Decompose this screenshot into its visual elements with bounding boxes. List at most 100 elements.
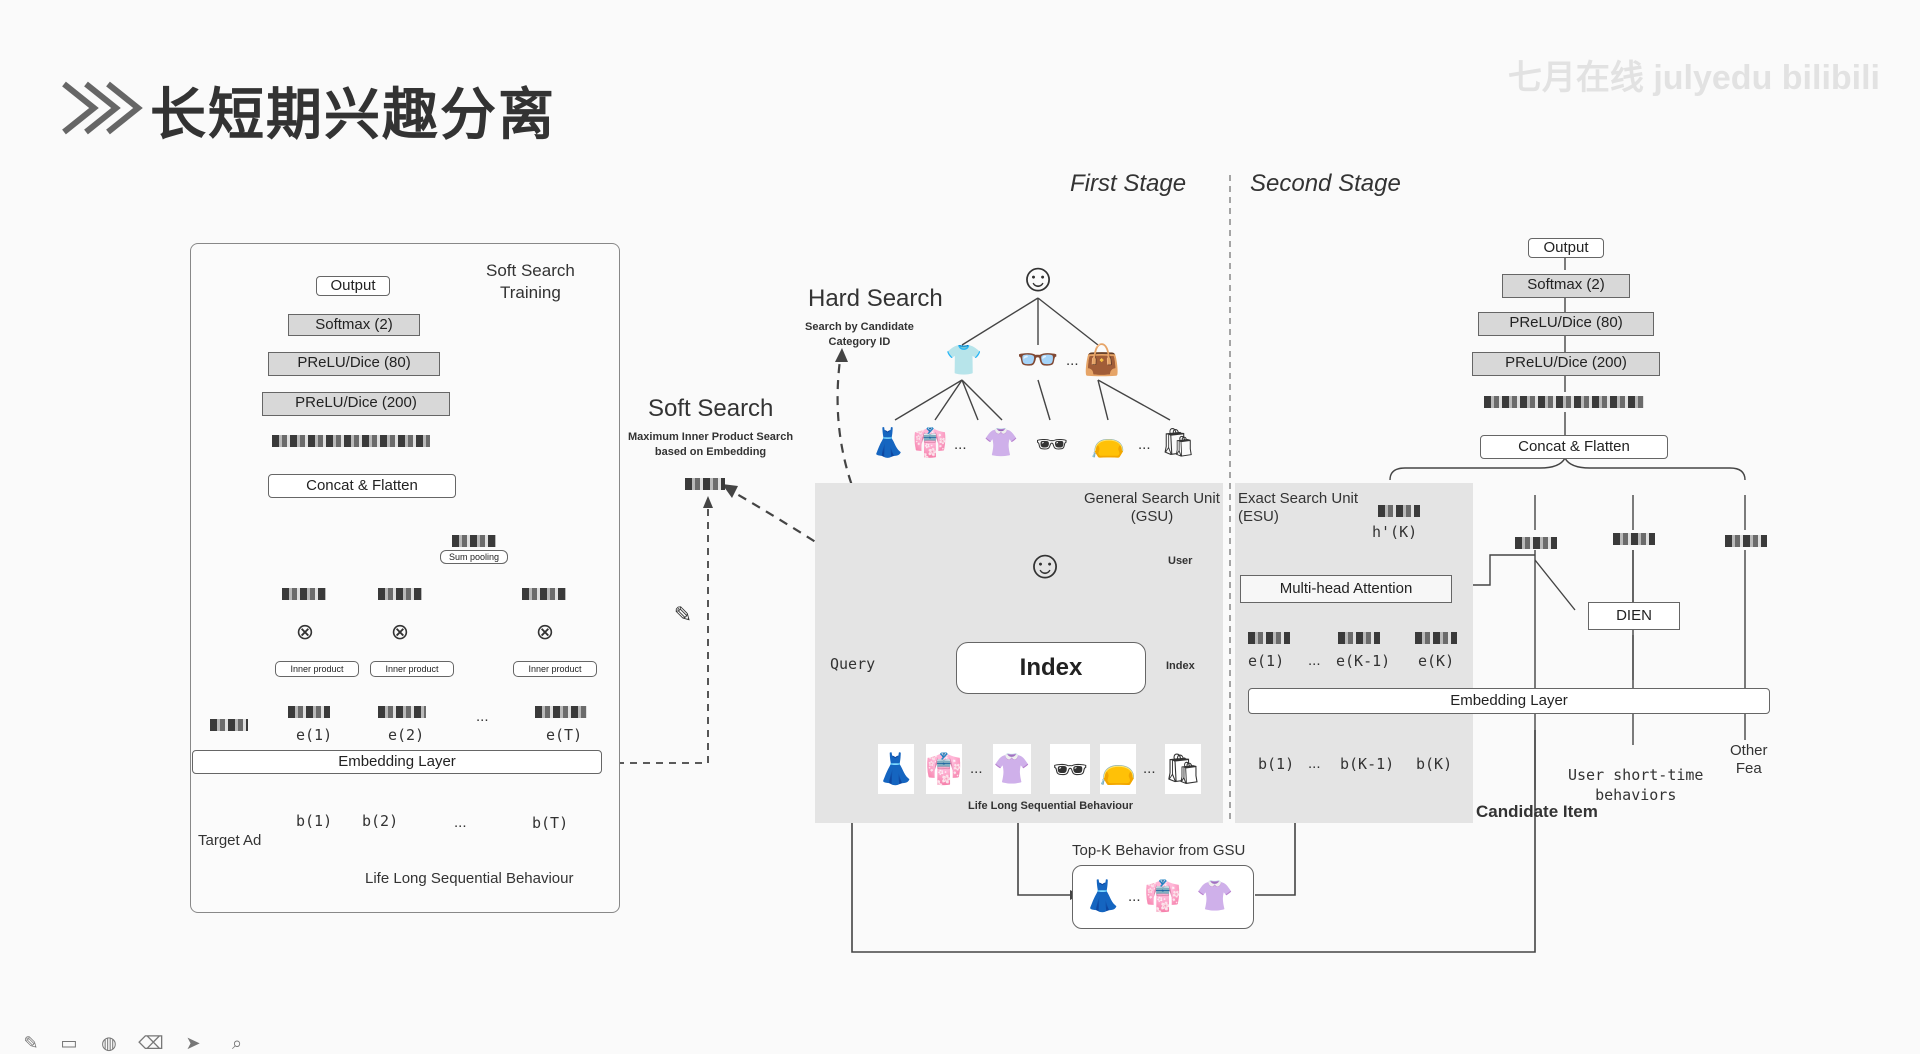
multiply-icon-T: ⊗	[535, 619, 555, 644]
candidate-item-label: Candidate Item	[1476, 802, 1598, 821]
page-title: 长短期兴趣分离	[150, 83, 556, 148]
right-prelu200-box: PReLU/Dice (200)	[1472, 352, 1660, 376]
right-prelu80-box: PReLU/Dice (80)	[1478, 312, 1654, 336]
dress-icon: 👘	[912, 426, 948, 458]
e1-embedding	[288, 706, 330, 718]
user-short-time-label: User short-time behaviors	[1568, 766, 1704, 804]
sum-pooling-box: Sum pooling	[440, 550, 508, 564]
hk-embedding	[1378, 505, 1420, 517]
inner-product-box-T: Inner product	[513, 661, 597, 677]
esu-label-e1: e(1)	[1248, 652, 1285, 670]
weighted-emb-1	[282, 588, 326, 600]
right-softmax-box: Softmax (2)	[1502, 274, 1630, 298]
other-fea-label: Other Fea	[1730, 742, 1768, 777]
dien-box: DIEN	[1588, 602, 1680, 630]
esu-label-bK1: b(K-1)	[1340, 755, 1395, 773]
left-prelu80-box: PReLU/Dice (80)	[268, 352, 440, 376]
eraser-icon[interactable]: ⌫	[138, 1032, 164, 1053]
query-label: Query	[830, 655, 876, 673]
search-tool-icon[interactable]: ⌕	[231, 1032, 243, 1053]
esu-dots: ...	[1308, 652, 1321, 669]
inner-product-box-2: Inner product	[370, 661, 454, 677]
tshirt-icon: 👕	[945, 343, 983, 377]
hk-label: h'(K)	[1372, 523, 1418, 541]
dress-icon: 👘	[1144, 879, 1182, 913]
soft-search-embedding	[685, 478, 725, 490]
candidate-embedding	[1515, 537, 1557, 549]
bag-icon: 🛍	[1164, 744, 1202, 794]
first-stage-label: First Stage	[1070, 170, 1187, 197]
dress-icon: 👗	[870, 426, 906, 458]
tree-leaf-dots: ...	[954, 436, 967, 453]
left-sequence-label: Life Long Sequential Behaviour	[365, 870, 574, 887]
shirt-icon: 👚	[993, 744, 1031, 794]
label-target-ad: Target Ad	[198, 832, 262, 849]
inner-product-box-1: Inner product	[275, 661, 359, 677]
topk-dots: ...	[1128, 888, 1141, 905]
glasses-icon: 🕶	[1050, 744, 1090, 794]
label-e2: e(2)	[388, 726, 425, 744]
screen-icon[interactable]: ▭	[60, 1032, 78, 1053]
shirt-icon: 👚	[1196, 879, 1234, 913]
eT-embedding	[535, 706, 587, 718]
pointer-icon[interactable]: ➤	[185, 1032, 201, 1053]
soft-search-training-panel	[190, 243, 620, 913]
gsu-seq-dots: ...	[970, 760, 983, 777]
chevron-logo-icon	[62, 81, 143, 135]
esu-eK-embedding	[1415, 632, 1457, 644]
hard-search-title: Hard Search	[808, 285, 943, 312]
esu-eK1-embedding	[1338, 632, 1380, 644]
watermark: 七月在线 julyedu bilibili	[1507, 59, 1880, 97]
dress-icon: 👗	[877, 744, 915, 794]
left-prelu200-box: PReLU/Dice (200)	[262, 392, 450, 416]
topk-box	[1072, 865, 1254, 929]
sum-pool-embedding	[452, 535, 496, 547]
left-dots-2: ...	[454, 814, 467, 831]
glasses-icon: 👓	[1016, 341, 1060, 379]
right-concat-box: Concat & Flatten	[1480, 435, 1668, 459]
right-output-box: Output	[1528, 238, 1604, 258]
palette-icon[interactable]: ◍	[101, 1032, 117, 1053]
pen-icon: ✎	[673, 602, 693, 627]
user-label: User	[1168, 555, 1193, 567]
hard-tree-dots: ...	[1066, 352, 1079, 369]
dress-icon: 👘	[925, 744, 963, 794]
user-avatar-icon: ☺	[1017, 255, 1059, 300]
label-bT: b(T)	[532, 814, 569, 832]
multiply-icon-2: ⊗	[390, 619, 410, 644]
left-softmax-box: Softmax (2)	[288, 314, 420, 336]
esu-label-eK: e(K)	[1418, 652, 1455, 670]
tree-leaf-dots-2: ...	[1138, 436, 1151, 453]
right-embedding-layer: Embedding Layer	[1248, 688, 1770, 714]
bag-icon: 👝	[1099, 744, 1137, 794]
short-time-embedding	[1613, 533, 1655, 545]
target-ad-embedding	[210, 719, 248, 731]
label-b2: b(2)	[362, 812, 399, 830]
glasses-icon: 🕶	[1035, 428, 1069, 459]
left-embedding-layer: Embedding Layer	[192, 750, 602, 774]
esu-e1-embedding	[1248, 632, 1290, 644]
shirt-icon: 👚	[983, 426, 1019, 458]
esu-label-b1: b(1)	[1258, 755, 1295, 773]
e2-embedding	[378, 706, 426, 718]
soft-search-subtitle: Maximum Inner Product Search based on Em…	[628, 431, 794, 458]
user-avatar-icon: ☺	[1024, 542, 1066, 587]
bag-icon: 🛍	[1160, 426, 1196, 458]
esu-label-eK1: e(K-1)	[1336, 652, 1391, 670]
esu-region	[1235, 483, 1473, 823]
other-fea-embedding	[1725, 535, 1767, 547]
bag-icon: 👝	[1090, 426, 1126, 458]
topk-label: Top-K Behavior from GSU	[1072, 842, 1246, 859]
multiply-icon-1: ⊗	[295, 619, 315, 644]
second-stage-label: Second Stage	[1250, 170, 1401, 197]
left-concat-box: Concat & Flatten	[268, 474, 456, 498]
weighted-emb-2	[378, 588, 422, 600]
bag-icon: 👜	[1083, 343, 1121, 377]
dress-icon: 👗	[1084, 879, 1122, 913]
soft-search-training-label: Soft Search Training	[486, 261, 575, 302]
label-b1: b(1)	[296, 812, 333, 830]
label-eT: e(T)	[546, 726, 583, 744]
esu-dots-2: ...	[1308, 755, 1321, 772]
label-e1: e(1)	[296, 726, 333, 744]
pen-tool-icon[interactable]: ✎	[23, 1032, 39, 1053]
